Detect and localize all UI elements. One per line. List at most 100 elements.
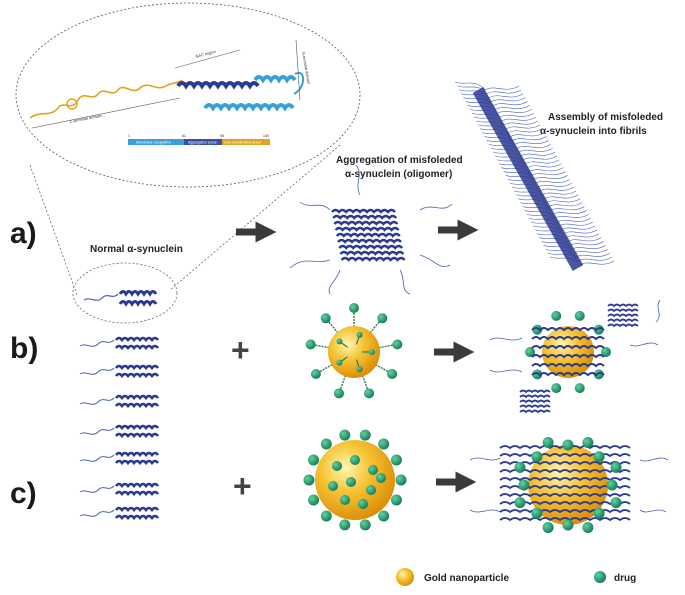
oligomer-sheet: [333, 220, 399, 226]
fibril-strand: [459, 89, 524, 99]
bound-oligomer: [607, 318, 639, 323]
fibril-strand: [473, 116, 539, 126]
complex-drug: [531, 507, 543, 519]
complex-drug: [606, 479, 618, 491]
monomer-helix: [114, 459, 160, 466]
drug-loaded: [332, 461, 342, 471]
drug-loaded: [350, 455, 360, 465]
c-terminal-label: C-terminal domain: [69, 113, 102, 124]
drug-loaded: [376, 473, 386, 483]
ligand-drug: [349, 303, 359, 313]
caption-fibril-1: Assembly of misfoleded: [548, 112, 663, 123]
fibril-strand: [518, 198, 583, 208]
monomer-helix: [114, 336, 160, 343]
complex-drug: [574, 383, 585, 394]
ligand-drug: [305, 339, 316, 350]
monomer-helix: [114, 432, 160, 439]
oligomer-sheet: [339, 250, 405, 256]
fibril-strand: [522, 206, 587, 215]
drug-shell: [390, 494, 402, 506]
ligand-drug: [364, 388, 375, 399]
complex-drug: [601, 347, 611, 357]
row-label-b: b): [10, 332, 38, 365]
drug-shell: [308, 454, 320, 466]
monomer: [79, 506, 160, 521]
bar-number-61: 61: [182, 134, 186, 138]
fibril-strand: [490, 147, 556, 157]
complex-drug: [574, 310, 585, 321]
monomer-tail: [79, 397, 115, 405]
bar-label-acidic: Acid domain/disordered: [224, 140, 261, 144]
bound-oligomer: [519, 409, 551, 414]
fibril-strand: [526, 213, 591, 223]
ligand-drug: [392, 339, 403, 350]
complex-drug: [514, 461, 526, 473]
complex-protein: [499, 493, 631, 498]
fibril-strand: [467, 105, 532, 114]
monomer-helix: [114, 482, 160, 489]
gold-np-ligands-b: [305, 303, 403, 399]
complex-drug: [532, 369, 543, 380]
n-terminal-label: N-terminal domain: [301, 51, 312, 84]
fibril-strand: [499, 163, 564, 173]
fibril-strand: [501, 167, 566, 176]
monomer-tail: [79, 339, 115, 347]
complex-protein: [499, 517, 631, 522]
fibril-strand: [532, 225, 598, 235]
bound-oligomer: [519, 394, 551, 399]
complex-drug: [582, 521, 594, 533]
complex-drug: [610, 497, 622, 509]
drug-shell: [390, 454, 402, 466]
ligand-drug: [387, 369, 398, 379]
complex-protein: [531, 354, 605, 359]
complex-drug: [551, 310, 562, 321]
fibril-strand: [463, 97, 528, 106]
monomer-column: [79, 336, 160, 521]
monomer: [79, 364, 160, 379]
legend-gold-label: Gold nanoparticle: [424, 573, 509, 584]
oligomer: [289, 164, 453, 295]
complex-drug: [582, 437, 594, 449]
drug-loaded: [368, 465, 378, 475]
complex-drug: [593, 451, 605, 463]
n-terminal-bracket: [295, 39, 301, 101]
monomer-helix: [114, 506, 160, 513]
oligomer-sheet: [335, 232, 401, 238]
surface-drug: [369, 349, 375, 355]
legend-gold-swatch: [396, 568, 414, 586]
np-complex-c: [469, 437, 669, 533]
complex-gold-np-large: [528, 445, 608, 525]
complex-drug: [593, 507, 605, 519]
bar-number-1: 1: [128, 134, 130, 138]
complex-protein: [531, 336, 605, 341]
bound-oligomer: [607, 308, 639, 313]
drug-shell: [320, 510, 332, 522]
zoom-panel: NAC region C-terminal domain N-terminal …: [15, 2, 361, 296]
zoom-ellipse: [15, 2, 361, 188]
complex-protein: [499, 477, 631, 482]
fibril-strand: [511, 186, 577, 196]
fibril-strand: [507, 178, 572, 188]
bar-acidic: [222, 139, 270, 145]
fibril-strand: [454, 81, 520, 91]
caption-oligomer-1: Aggregation of misfoleded: [336, 155, 463, 166]
monomer-helix: [114, 514, 160, 521]
drug-shell: [320, 438, 332, 450]
monomer-tail: [79, 427, 115, 435]
monomer-tail: [79, 509, 115, 517]
complex-protein: [531, 345, 605, 350]
legend-drug-swatch: [594, 571, 606, 583]
fibril-strand: [492, 151, 558, 161]
bound-oligomer: [607, 323, 639, 328]
complex-tails: [489, 299, 661, 373]
fibril-strand: [520, 202, 585, 211]
ligand-drug: [310, 369, 321, 379]
oligomer-sheet: [331, 208, 396, 214]
complex-drug: [593, 369, 604, 380]
bar-label-aggregation: Aggregation prone: [188, 140, 217, 144]
normal-synuclein-circle: [72, 262, 178, 324]
monomer: [79, 482, 160, 497]
oligomer-sheet: [332, 214, 398, 220]
fibril-strand: [503, 171, 568, 180]
complex-drug: [531, 451, 543, 463]
